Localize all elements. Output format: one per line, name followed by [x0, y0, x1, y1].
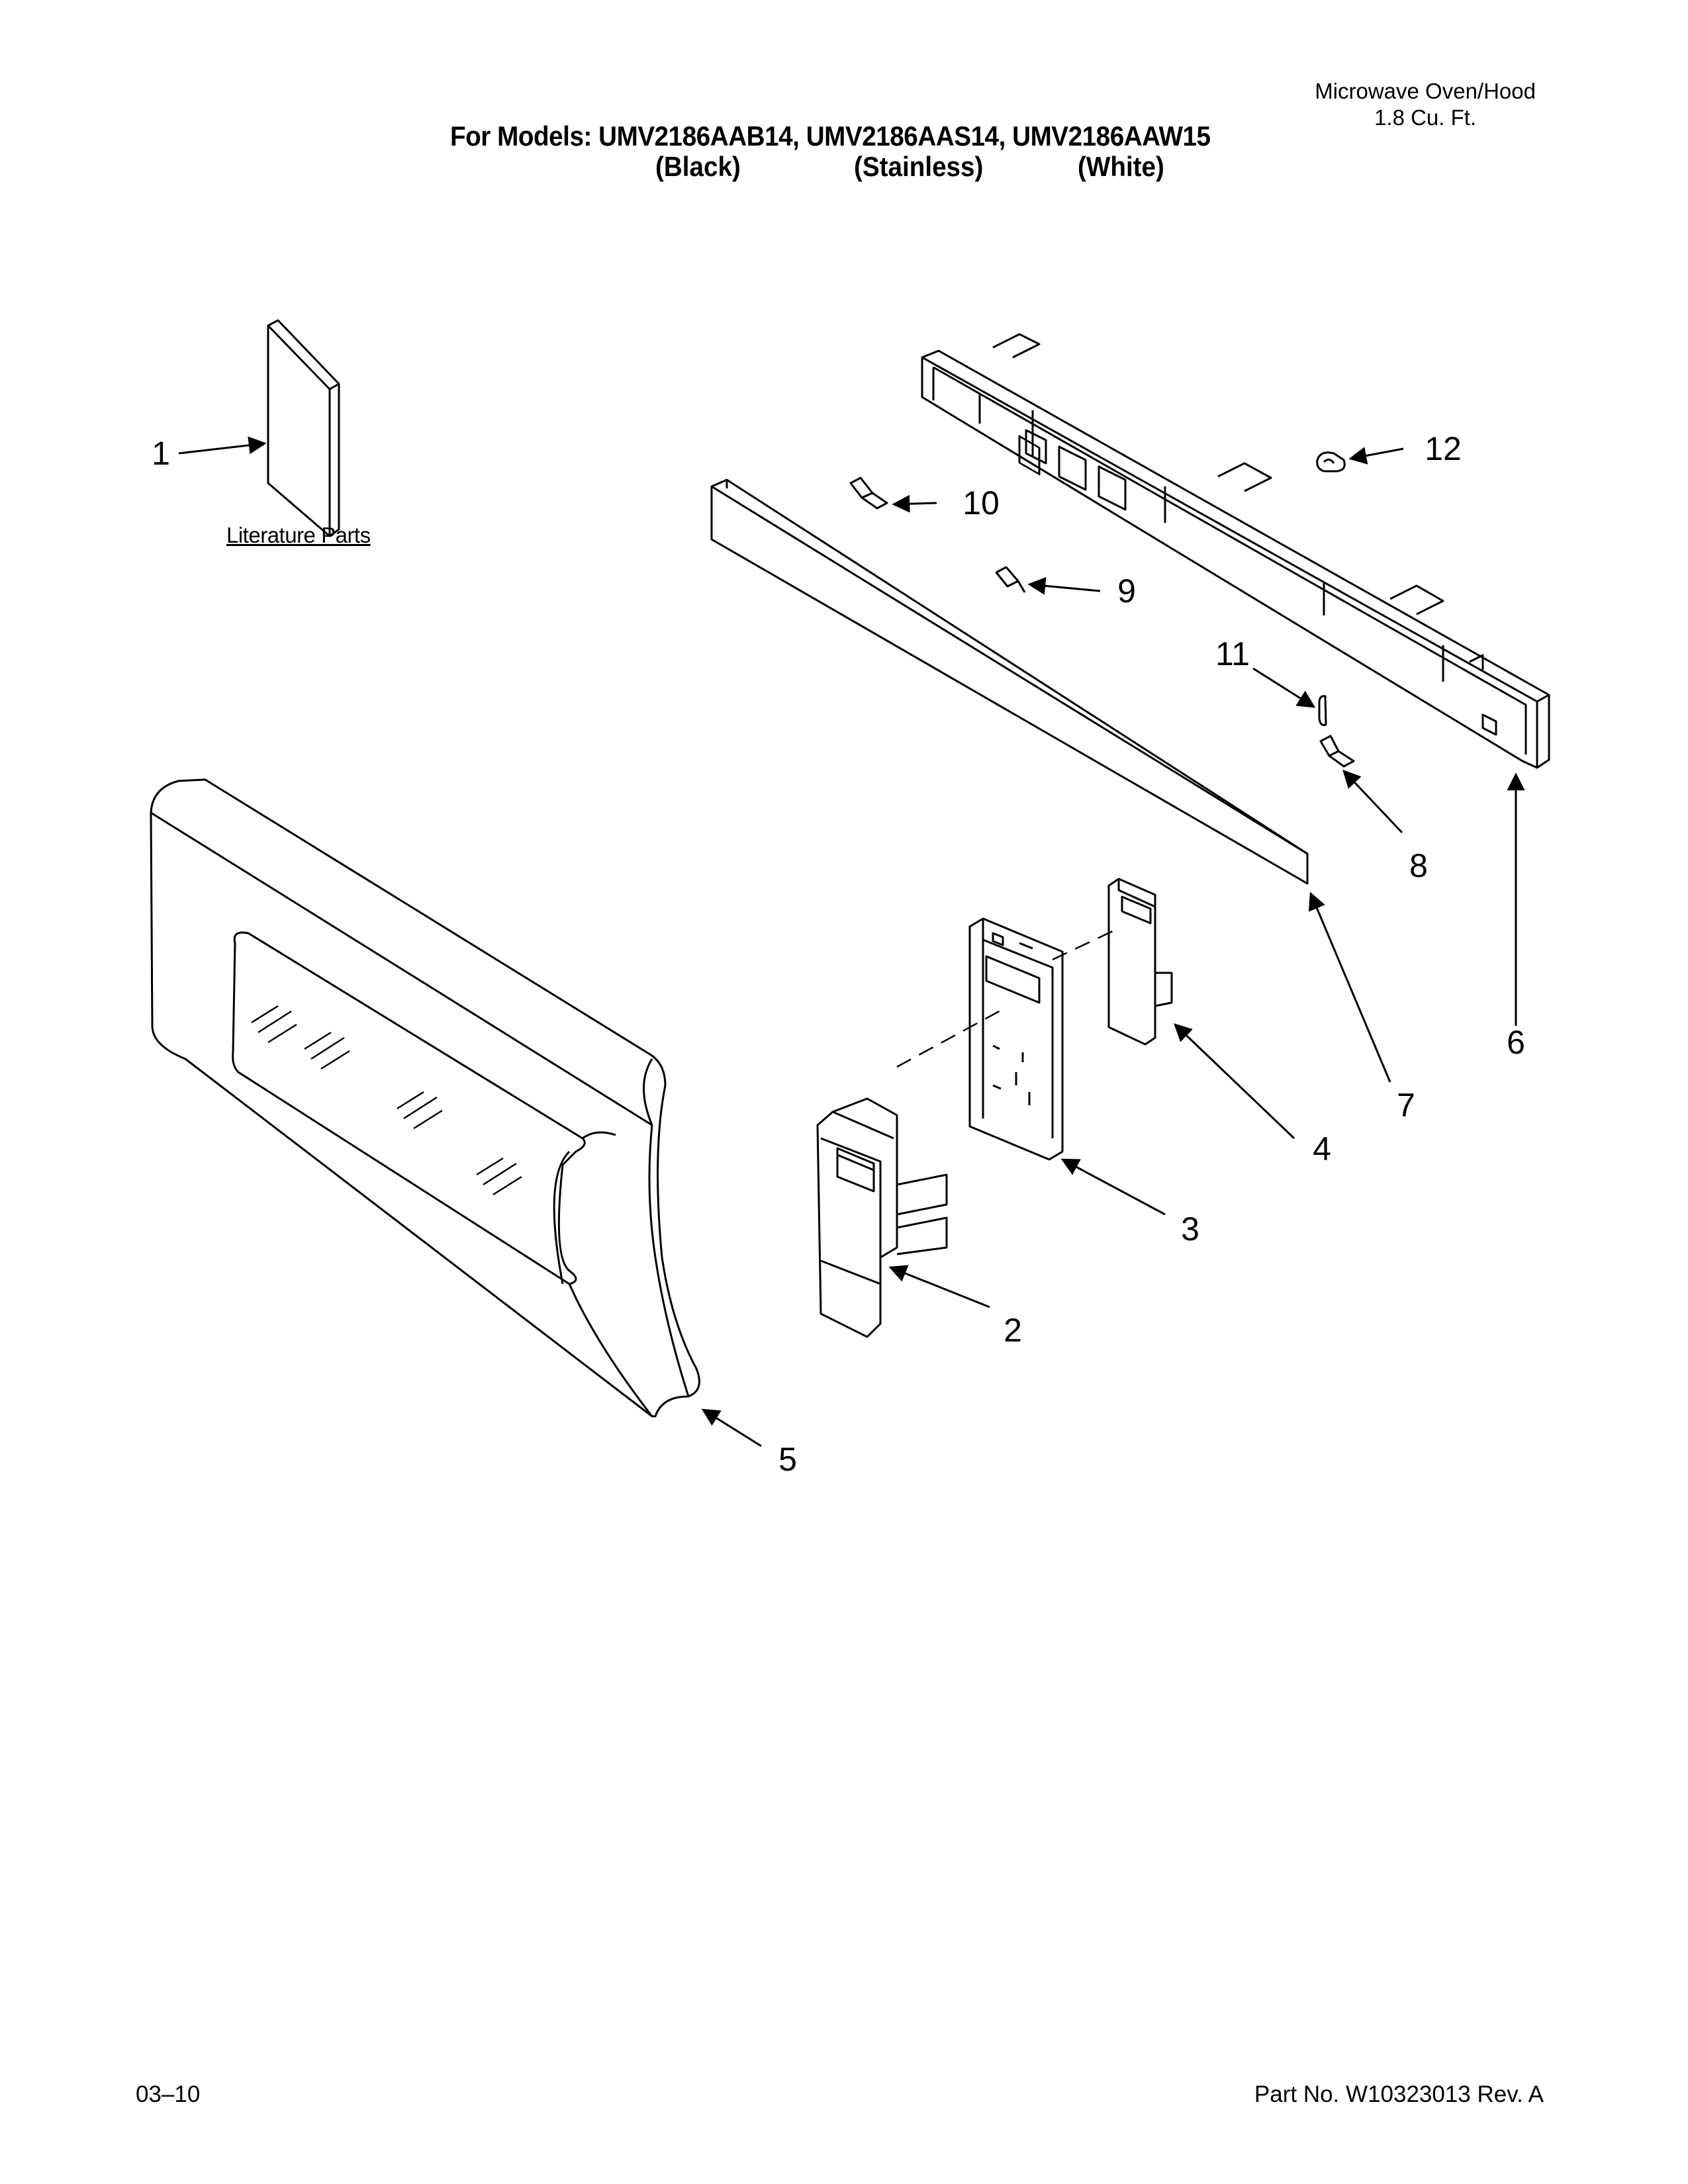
- leader-2: [888, 1265, 990, 1308]
- part-12-clip: [1316, 451, 1346, 473]
- callout-2: 2: [1004, 1312, 1022, 1349]
- leader-lines: [178, 436, 1525, 1447]
- leader-3: [1060, 1158, 1166, 1216]
- product-description: Microwave Oven/Hood 1.8 Cu. Ft.: [1315, 78, 1536, 131]
- callout-4: 4: [1313, 1130, 1331, 1167]
- part-membrane-switch: [1107, 878, 1173, 1046]
- callout-11: 11: [1215, 635, 1250, 672]
- literature-parts-label: Literature Parts: [226, 523, 371, 547]
- callout-3: 3: [1181, 1210, 1199, 1248]
- callout-12: 12: [1425, 430, 1462, 467]
- part-number: Part No. W10323013 Rev. A: [1254, 2081, 1544, 2107]
- finish-white: (White): [1078, 151, 1164, 182]
- leader-4: [1174, 1023, 1295, 1140]
- part-control-panel-housing: [816, 1097, 948, 1338]
- part-11-clip: [1318, 695, 1327, 726]
- callout-9: 9: [1117, 572, 1136, 610]
- alignment-line-board-membrane: [1052, 929, 1116, 961]
- part-control-panel-frame: [921, 333, 1550, 769]
- leader-10: [892, 494, 937, 513]
- product-type: Microwave Oven/Hood: [1315, 79, 1536, 103]
- part-control-overlay-strip: [710, 478, 1309, 885]
- part-8-bracket: [1319, 735, 1355, 768]
- part-electronic-control-board: [968, 917, 1064, 1161]
- callout-6: 6: [1507, 1024, 1525, 1061]
- part-9-bracket: [995, 566, 1026, 593]
- part-door-assembly: [150, 778, 700, 1418]
- leader-1: [178, 436, 267, 455]
- models-line: For Models: UMV2186AAB14, UMV2186AAS14, …: [450, 120, 1211, 152]
- callout-8: 8: [1409, 847, 1428, 884]
- leader-8: [1342, 770, 1403, 834]
- finish-black: (Black): [655, 151, 741, 182]
- part-literature-booklet: [267, 319, 340, 537]
- leader-5: [701, 1408, 762, 1447]
- leader-7: [1308, 891, 1391, 1083]
- finish-stainless: (Stainless): [854, 151, 984, 182]
- callout-7: 7: [1397, 1087, 1415, 1124]
- part-10-bracket: [849, 477, 888, 510]
- revision-date: 03–10: [136, 2081, 201, 2107]
- callout-5: 5: [778, 1441, 797, 1478]
- callout-10: 10: [962, 484, 1000, 522]
- callout-1: 1: [152, 435, 170, 472]
- leader-9: [1027, 576, 1101, 595]
- leader-12: [1348, 447, 1404, 465]
- alignment-line-housing-board: [896, 1008, 1004, 1068]
- product-capacity: 1.8 Cu. Ft.: [1374, 105, 1477, 130]
- leader-11: [1252, 667, 1316, 708]
